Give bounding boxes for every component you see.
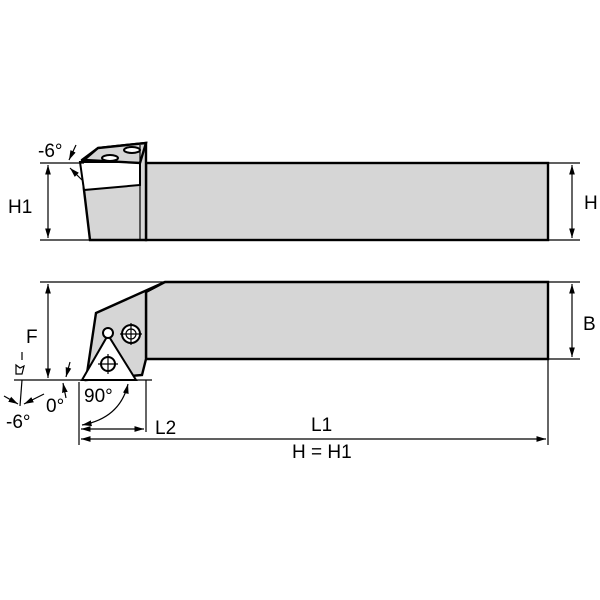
inclination-insert-icon xyxy=(15,363,25,375)
l2-label: L2 xyxy=(155,418,176,439)
inclination-angle-label: -6° xyxy=(6,412,31,433)
inclination-arrow-right xyxy=(23,393,45,405)
h1-label: H1 xyxy=(8,197,32,218)
h-label: H xyxy=(584,193,598,214)
h-equals-h1-label: H = H1 xyxy=(292,442,352,463)
approach-angle-label: 90° xyxy=(84,386,113,407)
top-shank xyxy=(144,280,550,361)
inclination-arrow-left xyxy=(3,395,19,405)
top-view: F B -6° 0° 90° L2 L1 H = H1 xyxy=(3,280,596,463)
side-insert-hole xyxy=(101,154,119,162)
side-view: -6° H1 H xyxy=(8,141,598,242)
rake-arrow-bottom xyxy=(62,382,68,399)
side-view-angle-label: -6° xyxy=(38,141,63,162)
f-label: F xyxy=(26,327,38,348)
rake-arrow-top xyxy=(65,361,72,378)
l1-label: L1 xyxy=(311,415,332,436)
b-label: B xyxy=(583,314,596,335)
side-angle-arrow-2 xyxy=(69,167,83,181)
side-clamp-screw xyxy=(123,146,141,154)
side-shank xyxy=(144,161,550,242)
approach-angle-arc xyxy=(81,383,129,427)
side-insert-seat xyxy=(78,161,141,192)
rake-angle-label: 0° xyxy=(46,396,64,417)
side-angle-arrow-1 xyxy=(68,144,77,161)
insert-pocket-pin xyxy=(102,327,114,339)
